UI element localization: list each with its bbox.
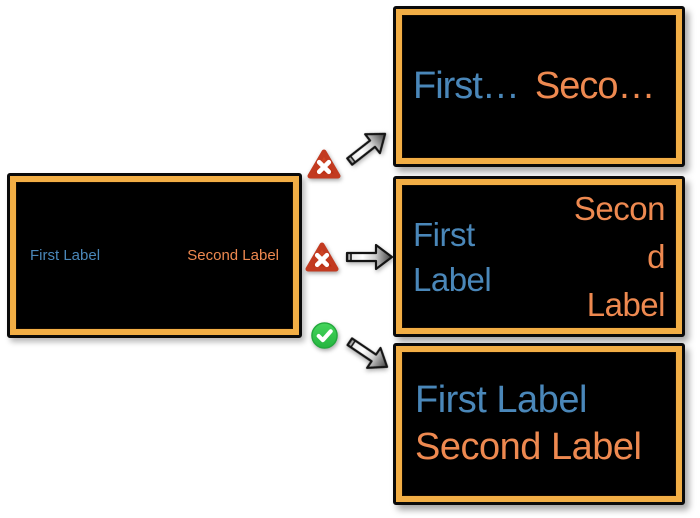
first-label: First Label bbox=[30, 247, 101, 264]
arrow-icon bbox=[338, 121, 396, 175]
truncated-result-screen: First… Seco… bbox=[393, 6, 685, 167]
source-screen-display: First Label Second Label bbox=[16, 182, 293, 329]
second-label-wrapped: Secon d Label bbox=[573, 186, 666, 327]
arrow-icon bbox=[339, 328, 397, 381]
x-triangle-icon bbox=[305, 240, 339, 274]
source-screen: First Label Second Label bbox=[7, 173, 302, 338]
wrapped-result-screen: First Label Secon d Label bbox=[393, 176, 685, 337]
first-label-wrapped: First Label bbox=[413, 212, 492, 302]
arrow-icon bbox=[344, 242, 394, 272]
second-label: Second Label bbox=[187, 247, 279, 264]
second-label-line: d bbox=[647, 237, 665, 275]
second-label-truncated: Seco… bbox=[534, 65, 656, 107]
second-label-line: Label bbox=[586, 285, 666, 323]
wrapped-screen-display: First Label Secon d Label bbox=[402, 185, 676, 328]
first-label-line: Label bbox=[413, 260, 492, 298]
second-label-line: Secon bbox=[573, 189, 666, 227]
second-label-stacked: Second Label bbox=[415, 426, 642, 468]
first-label-stacked: First Label bbox=[415, 379, 587, 421]
stacked-result-screen: First Label Second Label bbox=[393, 343, 685, 505]
truncated-screen-display: First… Seco… bbox=[402, 15, 676, 158]
x-triangle-icon bbox=[307, 147, 341, 181]
check-circle-icon bbox=[310, 321, 339, 350]
first-label-line: First bbox=[413, 215, 475, 253]
stacked-screen-display: First Label Second Label bbox=[402, 352, 676, 496]
first-label-truncated: First… bbox=[413, 65, 520, 107]
